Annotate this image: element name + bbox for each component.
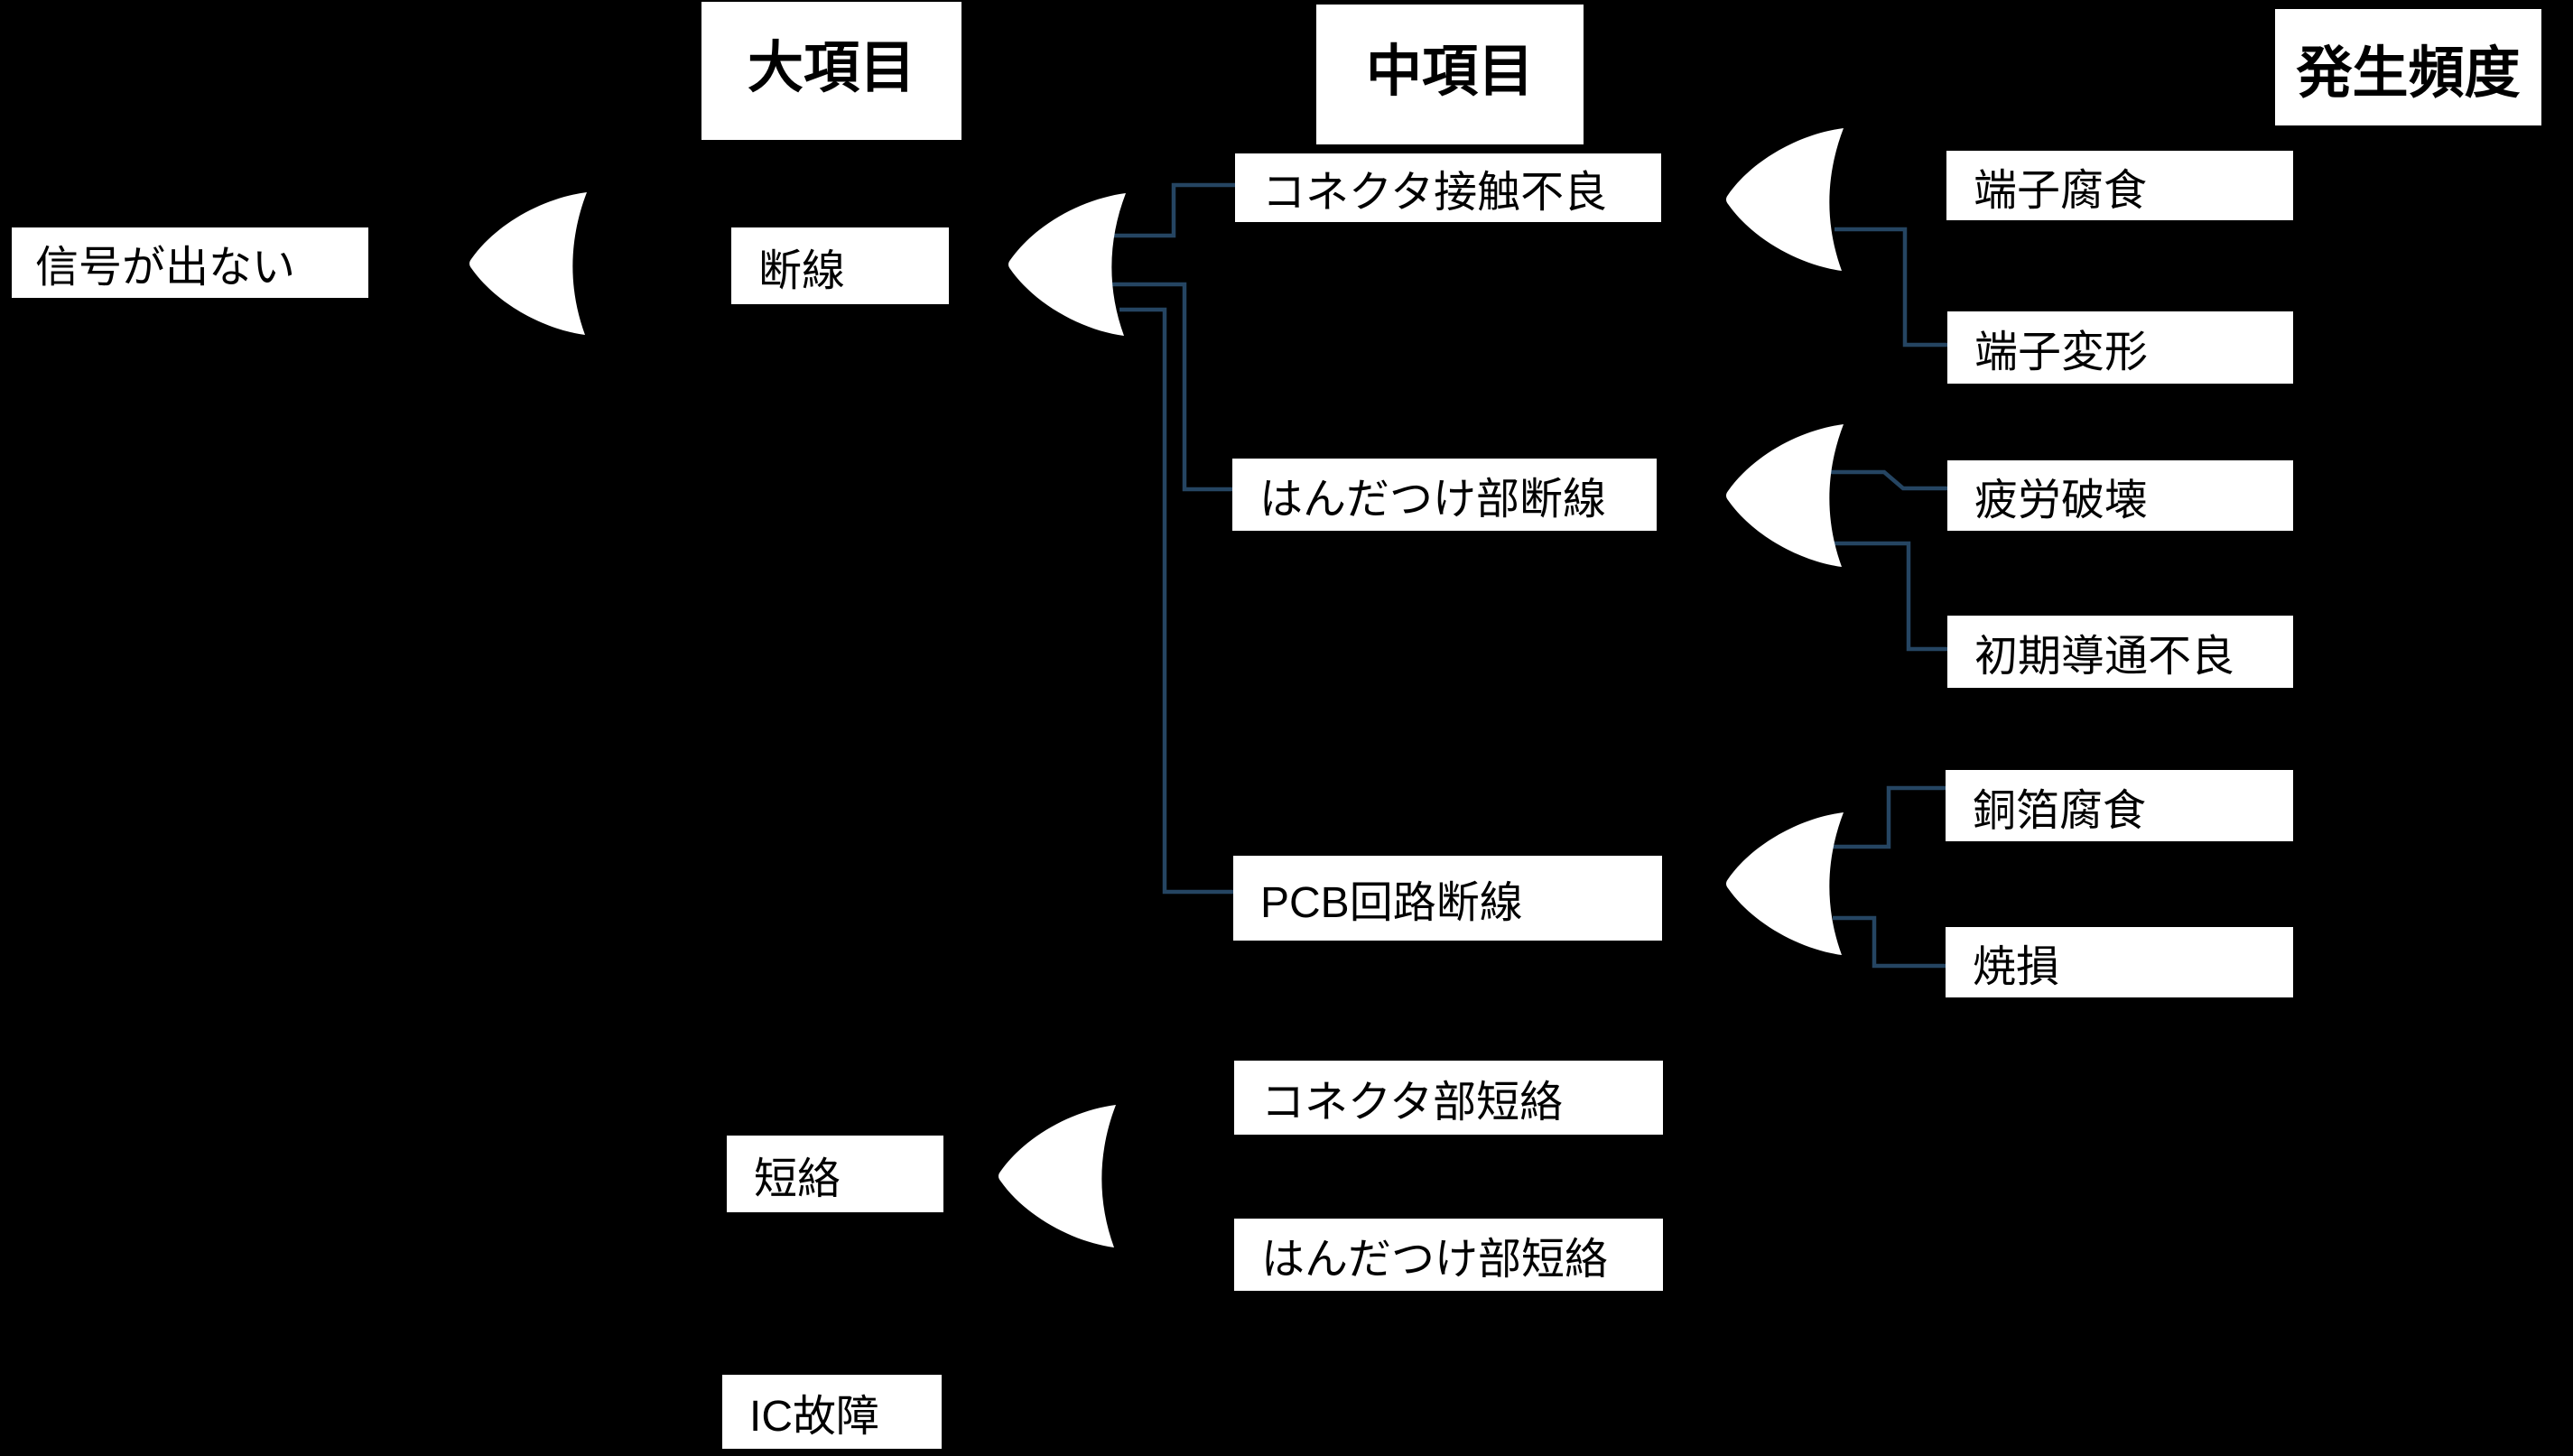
or-gate-solder-break-icon <box>1726 424 1844 567</box>
connector-line-dansen-solder-break <box>1109 282 1237 492</box>
connector-line-solder-break-fatigue <box>1827 469 1952 491</box>
column-header-middle: 中項目 <box>1316 5 1584 144</box>
node-solder-break: はんだつけ部断線 <box>1232 459 1657 531</box>
node-initial-conduction: 初期導通不良 <box>1947 616 2293 688</box>
node-terminal-corrosion: 端子腐食 <box>1946 151 2293 220</box>
connector-line-connector-contact-terminal-deform <box>1835 227 1950 348</box>
node-terminal-deform: 端子変形 <box>1947 311 2293 384</box>
or-gate-root-icon <box>469 192 587 335</box>
or-gate-connector-contact-icon <box>1726 128 1844 271</box>
node-root-no-signal: 信号が出ない <box>12 227 368 298</box>
or-gates <box>469 128 1844 1247</box>
or-gate-pcb-break-icon <box>1726 812 1844 955</box>
node-ic-fault: IC故障 <box>722 1375 942 1449</box>
or-gate-dansen-icon <box>1008 193 1126 336</box>
connector-lines <box>1109 182 1952 969</box>
connector-line-pcb-break-burnout <box>1833 915 1948 969</box>
node-pcb-break: PCB回路断線 <box>1233 856 1662 941</box>
node-dansen: 断線 <box>731 227 949 304</box>
node-burnout: 焼損 <box>1946 927 2293 997</box>
connector-line-dansen-connector-contact <box>1109 182 1239 238</box>
node-copper-corrosion: 銅箔腐食 <box>1946 770 2293 841</box>
connector-line-dansen-pcb-break <box>1119 307 1237 895</box>
node-solder-short: はんだつけ部短絡 <box>1234 1219 1663 1291</box>
node-fatigue-fracture: 疲労破壊 <box>1947 460 2293 531</box>
connector-line-solder-break-initial-conduction <box>1833 541 1952 652</box>
column-header-major: 大項目 <box>701 2 961 140</box>
node-connector-short: コネクタ部短絡 <box>1234 1061 1663 1135</box>
column-header-frequency: 発生頻度 <box>2275 9 2541 125</box>
or-gate-tanraku-icon <box>999 1105 1116 1247</box>
connector-line-pcb-break-copper-corrosion <box>1827 785 1948 849</box>
node-tanraku: 短絡 <box>727 1136 943 1212</box>
node-connector-contact: コネクタ接触不良 <box>1235 153 1661 222</box>
